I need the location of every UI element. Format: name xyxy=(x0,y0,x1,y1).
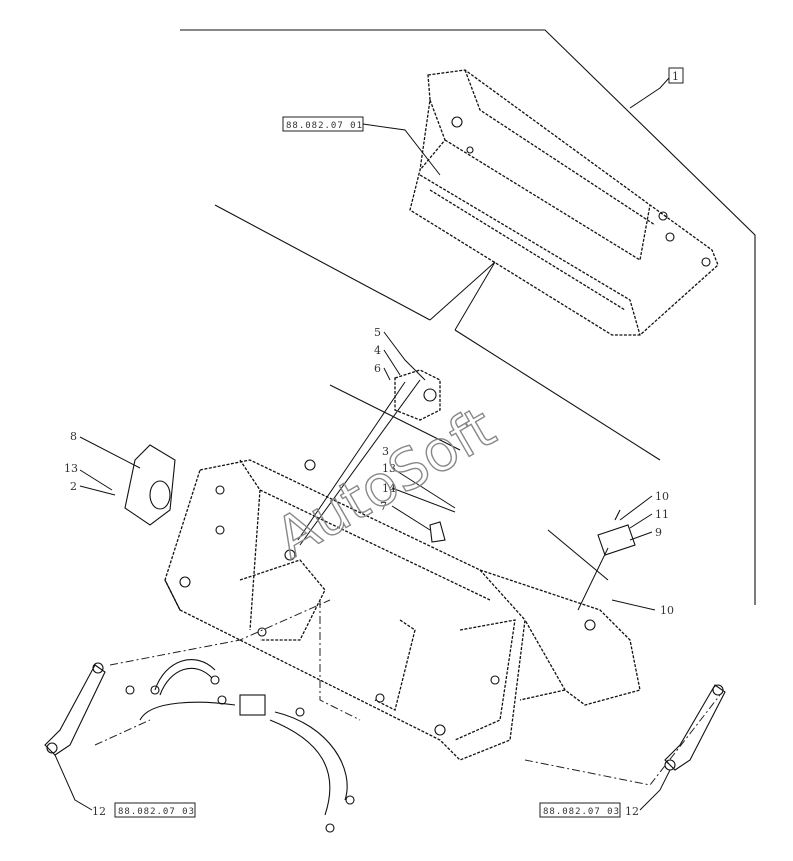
reference-bottom-right[interactable]: 88.082.07 03 12 xyxy=(539,769,671,818)
hoses xyxy=(125,659,355,833)
reference-top-label: 88.082.07 01 xyxy=(286,121,363,131)
callout-group-3-13-14: 3 13 14 7 xyxy=(380,445,456,543)
bucket-upper xyxy=(409,69,719,336)
callout-13a-label: 13 xyxy=(64,462,78,475)
cylinder-right xyxy=(664,684,726,771)
dashdot-left xyxy=(94,599,331,746)
callout-group-10-11-9: 10 11 9 10 xyxy=(547,490,674,617)
callout-1: 1 xyxy=(629,67,684,109)
callout-5-label: 5 xyxy=(374,326,381,339)
callout-6-label: 6 xyxy=(374,362,381,375)
reference-bottom-right-label: 88.082.07 03 xyxy=(543,807,620,817)
callout-group-8-13: 8 13 2 xyxy=(64,430,176,526)
frame-line xyxy=(180,29,756,605)
callout-10a-label: 10 xyxy=(655,490,669,503)
callout-1-label: 1 xyxy=(672,70,679,83)
callout-9-label: 9 xyxy=(655,526,662,539)
reference-bottom-left-label: 88.082.07 03 xyxy=(118,807,195,817)
divider-line-c xyxy=(329,384,461,451)
bucket-lower xyxy=(164,459,641,761)
callout-8-label: 8 xyxy=(70,430,77,443)
callout-12a-label: 12 xyxy=(92,805,106,818)
leader-bucket xyxy=(429,261,496,331)
callout-12b-label: 12 xyxy=(625,805,639,818)
dashdot-mid xyxy=(319,600,361,721)
dashdot-right xyxy=(524,694,721,786)
watermark: AutoSoft xyxy=(265,395,506,572)
callout-11-label: 11 xyxy=(655,508,669,521)
callout-2-label: 2 xyxy=(70,480,77,493)
callout-10b-label: 10 xyxy=(660,604,674,617)
leader-5-frame xyxy=(297,381,406,541)
reference-top[interactable]: 88.082.07 01 xyxy=(282,116,441,176)
divider-line-a xyxy=(214,204,431,321)
divider-line-b xyxy=(454,329,661,461)
callout-4-label: 4 xyxy=(374,344,381,357)
callout-3-label: 3 xyxy=(382,445,389,458)
callout-13b-label: 13 xyxy=(382,462,396,475)
callout-14-label: 14 xyxy=(382,482,396,495)
callout-group-5-4-6: 5 4 6 xyxy=(374,326,441,421)
cylinder-left xyxy=(44,662,106,756)
reference-bottom-left[interactable]: 12 88.082.07 03 xyxy=(54,754,196,818)
leader-5-frame-b xyxy=(299,379,421,546)
callout-7-label: 7 xyxy=(380,500,387,513)
